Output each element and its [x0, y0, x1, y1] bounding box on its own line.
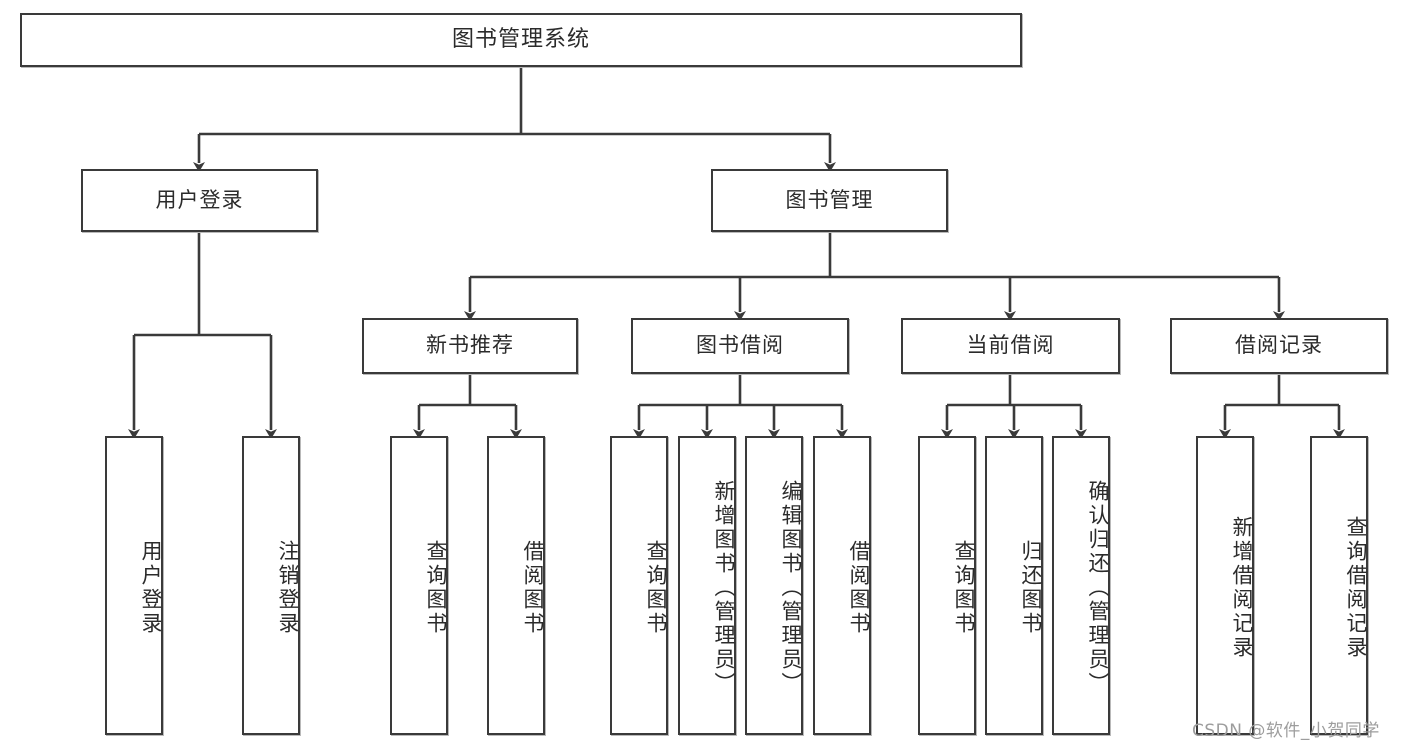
node-new-book-rec-label: 新书推荐: [426, 333, 514, 358]
node-leaf-add-book-label: 新增图书（管理员）: [712, 479, 736, 696]
node-leaf-query-book-2[interactable]: 查询图书: [610, 436, 668, 735]
node-leaf-return-book-label: 归还图书: [1019, 539, 1043, 636]
node-leaf-user-login-label: 用户登录: [139, 539, 163, 636]
node-leaf-borrow-book-2[interactable]: 借阅图书: [813, 436, 871, 735]
node-leaf-query-record-label: 查询借阅记录: [1344, 515, 1368, 660]
node-leaf-query-record[interactable]: 查询借阅记录: [1310, 436, 1368, 735]
node-borrow-record[interactable]: 借阅记录: [1170, 318, 1388, 374]
node-current-borrow[interactable]: 当前借阅: [901, 318, 1120, 374]
csdn-watermark: CSDN @软件_小贺同学: [1192, 721, 1380, 741]
node-leaf-query-book-1[interactable]: 查询图书: [390, 436, 448, 735]
node-leaf-add-record[interactable]: 新增借阅记录: [1196, 436, 1254, 735]
node-leaf-user-logout[interactable]: 注销登录: [242, 436, 300, 735]
node-book-borrow-label: 图书借阅: [696, 333, 784, 358]
node-leaf-query-book-3[interactable]: 查询图书: [918, 436, 976, 735]
node-leaf-add-record-label: 新增借阅记录: [1230, 515, 1254, 660]
node-borrow-record-label: 借阅记录: [1235, 333, 1323, 358]
node-current-borrow-label: 当前借阅: [966, 333, 1055, 358]
node-user-login[interactable]: 用户登录: [81, 169, 318, 232]
node-leaf-confirm-return-label: 确认归还（管理员）: [1086, 479, 1110, 696]
node-leaf-return-book[interactable]: 归还图书: [985, 436, 1043, 735]
node-leaf-user-login[interactable]: 用户登录: [105, 436, 163, 735]
node-leaf-confirm-return[interactable]: 确认归还（管理员）: [1052, 436, 1110, 735]
node-book-manage-label: 图书管理: [785, 187, 874, 212]
node-root-label: 图书管理系统: [451, 26, 590, 52]
node-leaf-edit-book[interactable]: 编辑图书（管理员）: [745, 436, 803, 735]
node-book-borrow[interactable]: 图书借阅: [631, 318, 849, 374]
node-leaf-edit-book-label: 编辑图书（管理员）: [779, 479, 803, 696]
node-leaf-query-book-1-label: 查询图书: [424, 539, 448, 636]
node-root[interactable]: 图书管理系统: [20, 13, 1022, 67]
node-leaf-query-book-3-label: 查询图书: [952, 539, 976, 636]
node-leaf-borrow-book-1[interactable]: 借阅图书: [487, 436, 545, 735]
node-leaf-add-book[interactable]: 新增图书（管理员）: [678, 436, 736, 735]
node-leaf-borrow-book-1-label: 借阅图书: [521, 539, 545, 636]
node-new-book-rec[interactable]: 新书推荐: [362, 318, 578, 374]
node-leaf-borrow-book-2-label: 借阅图书: [847, 539, 871, 636]
node-leaf-user-logout-label: 注销登录: [276, 539, 300, 636]
node-leaf-query-book-2-label: 查询图书: [644, 539, 668, 636]
node-user-login-label: 用户登录: [155, 187, 244, 212]
node-book-manage[interactable]: 图书管理: [711, 169, 948, 232]
